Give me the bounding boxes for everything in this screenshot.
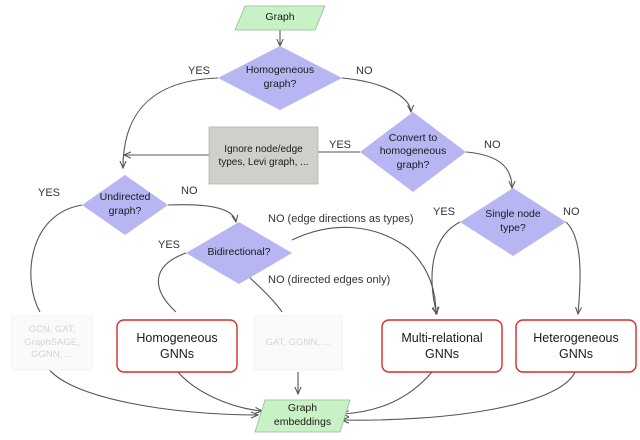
multi-relational-gnns-box [381,319,503,373]
single-node-no-label: NO [563,206,580,218]
convert-no-label: NO [484,139,501,151]
graph-embeddings-parallelogram [254,399,351,433]
homogeneous-gnns-text: Homogeneous GNNs [136,330,218,361]
homogeneous-gnns-box [116,319,238,373]
gat-ggnn-box [253,315,343,371]
homogeneous-diamond [218,46,342,110]
edge-undirected-no [167,204,236,222]
convert-yes-label: YES [329,139,352,151]
edge-bidirectional-yes [157,252,187,313]
bidirectional-no-directed-label: NO (directed edges only) [268,274,391,286]
single-node-question-text: Single node type? [485,208,541,234]
edge-heterogeneous-to-embeddings [342,371,576,420]
undirected-yes-label: YES [38,187,61,199]
single-node-yes-label: YES [433,206,456,218]
edge-homogeneous-gnns-to-embeddings [177,371,262,411]
convert-question-text: Convert to homogeneous graph? [379,131,447,171]
bidirectional-no-types-label: NO (edge directions as types) [268,213,414,225]
edge-gcn-to-embeddings [47,367,258,415]
undirected-question-text: Undirected graph? [99,191,151,217]
undirected-no-label: NO [181,185,198,197]
gat-ggnn-text: GAT, GGNN, ... [265,336,331,348]
homogeneous-question-text: Homogeneous graph? [245,64,315,90]
edge-bidirectional-no-types [291,226,436,314]
heterogeneous-gnns-box [515,319,637,373]
bidirectional-yes-label: YES [158,239,181,251]
undirected-diamond [82,175,168,235]
convert-diamond [360,112,466,192]
gcn-gat-text: GCN, GAT, GraphSAGE, GGNN, ... [24,324,80,361]
graph-parallelogram [234,5,326,31]
edge-multirelational-to-embeddings [342,371,433,414]
graph-node-text: Graph [265,11,295,24]
edge-single-no [565,221,580,314]
ignore-types-box [208,126,319,185]
heterogeneous-gnns-text: Heterogeneous GNNs [533,330,619,361]
bidirectional-question-text: Bidirectional? [207,246,271,259]
graph-embeddings-text: Graph embeddings [273,402,332,428]
bidirectional-diamond [186,222,292,284]
homogeneous-no-label: NO [356,65,373,77]
single-node-diamond [460,188,566,256]
multi-relational-gnns-text: Multi-relational GNNs [401,330,483,361]
gcn-gat-box [11,315,93,371]
homogeneous-yes-label: YES [188,65,211,77]
edge-convert-no [465,151,512,188]
ignore-types-text: Ignore node/edge types, Levi graph, ... [218,143,309,168]
edge-homogeneous-yes [123,77,219,168]
edge-undirected-yes [30,204,83,313]
edge-homogeneous-no [341,77,411,112]
edge-single-yes [431,221,461,314]
